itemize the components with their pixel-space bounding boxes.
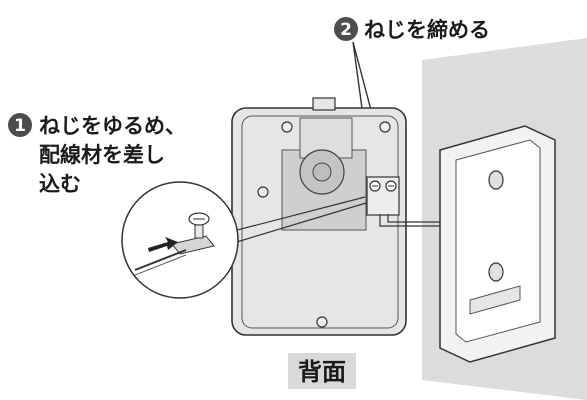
step-2-heading: 2 ねじを締める <box>334 17 490 42</box>
mount-screw-icon <box>281 121 293 133</box>
step-1-line-1: ねじをゆるめ、 <box>39 114 186 138</box>
box-screw-icon <box>488 262 504 282</box>
speaker-center <box>312 162 332 182</box>
inset-leader <box>219 202 367 248</box>
back-label-text: 背面 <box>298 358 346 386</box>
detail-inset <box>121 181 239 299</box>
inset-circle <box>121 181 239 299</box>
inset-wire <box>134 254 187 276</box>
box-bottom-catch <box>469 285 521 315</box>
terminal-plate <box>171 235 215 255</box>
step-1-line-2: 配線材を差し <box>39 143 165 167</box>
back-label: 背面 <box>288 353 356 389</box>
step-2-line-1: ねじを締める <box>364 18 490 42</box>
back-label-bg <box>288 353 356 389</box>
mount-screw-icon <box>379 121 391 133</box>
bottom-hole-icon <box>316 316 328 328</box>
step-2-badge <box>334 17 358 41</box>
mount-screw-icon <box>257 186 269 198</box>
device-back <box>231 97 407 336</box>
top-tab <box>312 97 336 111</box>
wall-box <box>439 125 556 363</box>
step-1-line-3: 込む <box>39 172 81 196</box>
insert-arrow-icon <box>148 237 178 252</box>
wall-box-inner <box>455 139 541 343</box>
step-1-badge <box>8 113 32 137</box>
step-1-heading: 1 ねじをゆるめ、 配線材を差し 込む <box>8 113 186 196</box>
inset-wire <box>134 249 187 271</box>
box-screw-icon <box>488 170 504 190</box>
step-2-number: 2 <box>340 20 352 40</box>
step-1-number: 1 <box>14 116 26 136</box>
